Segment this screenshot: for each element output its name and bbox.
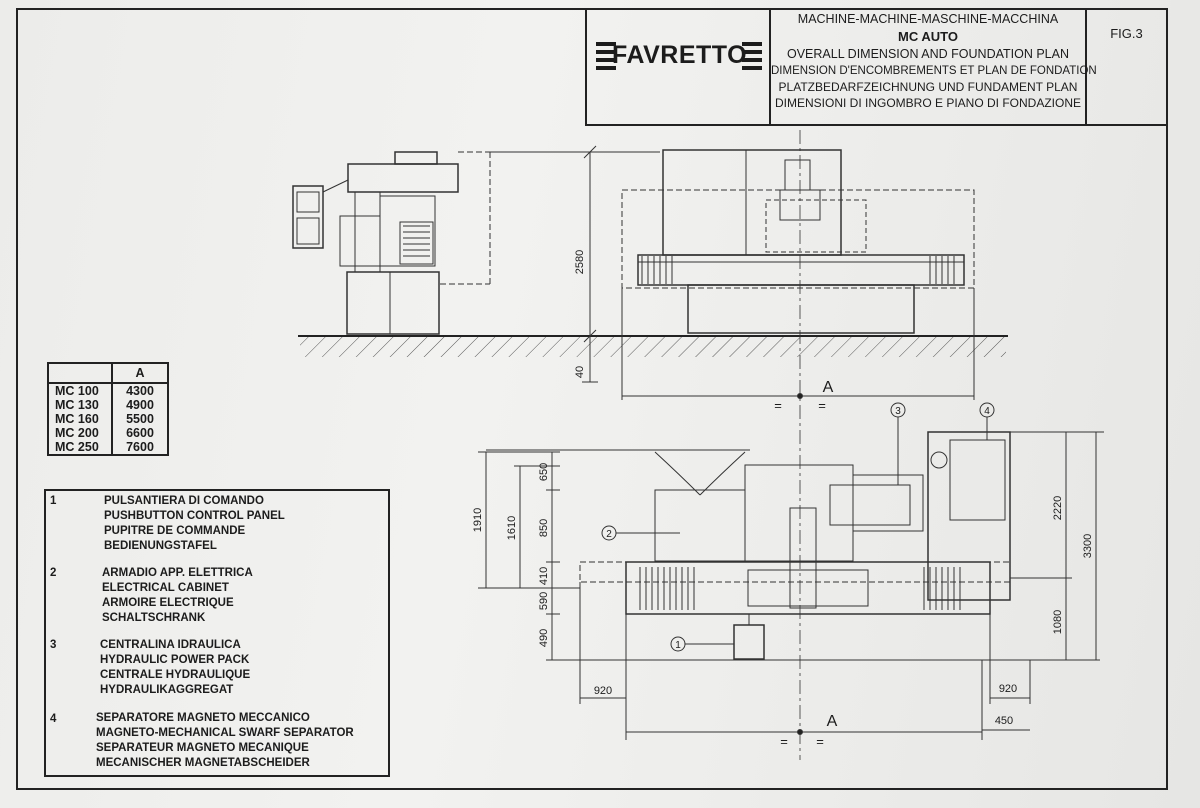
ground-line	[298, 335, 1008, 357]
table-row: MC 160 5500	[48, 412, 168, 426]
dim-a-bottom: A	[827, 713, 838, 730]
callout-3: 3	[895, 406, 901, 417]
dim-v10: 1080	[1052, 610, 1064, 634]
dim-v2: 1610	[506, 516, 518, 540]
legend-line: ARMADIO APP. ELETTRICA	[102, 567, 253, 579]
legend-line: SEPARATORE MAGNETO MECCANICO	[96, 712, 310, 724]
figure-number: FIG.3	[1110, 26, 1143, 41]
legend-line: HYDRAULIKAGGREGAT	[100, 684, 234, 696]
dimension-right-stack	[1010, 431, 1104, 660]
legend-line: PUPITRE DE COMMANDE	[104, 525, 246, 537]
plan-view	[486, 431, 1011, 660]
dimension-a-top	[622, 130, 974, 760]
dim-v8: 2220	[1052, 496, 1064, 520]
dim-foundation-depth: 40	[574, 366, 586, 378]
legend-line: MECANISCHER MAGNETABSCHEIDER	[96, 757, 310, 769]
table-header-model	[48, 363, 112, 384]
legend-line: ELECTRICAL CABINET	[102, 582, 229, 594]
legend-number: 4	[50, 713, 57, 725]
legend-line: BEDIENUNGSTAFEL	[104, 540, 217, 552]
dim-v6: 590	[538, 592, 550, 610]
component-legend: 1 PULSANTIERA DI COMANDO PUSHBUTTON CONT…	[44, 489, 390, 777]
favretto-logo	[596, 42, 762, 70]
dim-equal-right-bottom: =	[816, 734, 824, 749]
table-cell-model: MC 160	[55, 412, 99, 426]
legend-line: ARMOIRE ELECTRIQUE	[102, 597, 234, 609]
dim-equal-left: =	[774, 398, 782, 413]
dimension-height	[490, 145, 660, 383]
table-row: MC 200 6600	[48, 426, 168, 440]
legend-number: 3	[50, 639, 57, 651]
legend-line: HYDRAULIC POWER PACK	[100, 654, 250, 666]
dim-v1: 1910	[472, 508, 484, 532]
dim-equal-right: =	[818, 398, 826, 413]
table-header-a: A	[111, 363, 168, 384]
table-cell-model: MC 100	[55, 384, 99, 398]
table-cell-model: MC 250	[55, 440, 99, 454]
table-cell-a: 6600	[111, 426, 168, 440]
title-line-2: MC AUTO	[898, 29, 958, 44]
dimension-bottom	[579, 582, 1031, 740]
fig-cell	[1085, 8, 1168, 126]
table-row: MC 100 4300	[48, 383, 168, 398]
legend-line: MAGNETO-MECHANICAL SWARF SEPARATOR	[96, 727, 354, 739]
dimension-left-stack	[478, 451, 1100, 661]
dim-v9: 3300	[1082, 534, 1094, 558]
dim-equal-left-bottom: =	[780, 734, 788, 749]
front-view	[621, 149, 975, 400]
dim-h1: 920	[594, 685, 612, 697]
table-cell-model: MC 130	[55, 398, 99, 412]
table-cell-a: 4300	[111, 383, 168, 398]
dim-h2: 920	[999, 683, 1017, 695]
legend-line: CENTRALE HYDRAULIQUE	[100, 669, 251, 681]
title-line-1: MACHINE-MACHINE-MASCHINE-MACCHINA	[797, 12, 1059, 26]
legend-line: SCHALTSCHRANK	[102, 612, 206, 624]
legend-line: SEPARATEUR MAGNETO MECANIQUE	[96, 742, 309, 754]
legend-line: CENTRALINA IDRAULICA	[100, 639, 241, 651]
legend-line: PULSANTIERA DI COMANDO	[104, 495, 264, 507]
legend-number: 1	[50, 495, 57, 507]
table-cell-model: MC 200	[55, 426, 99, 440]
title-line-5: PLATZBEDARFZEICHNUNG UND FUNDAMENT PLAN	[778, 80, 1078, 94]
dim-a-top: A	[823, 379, 834, 396]
logo-text: FAVRETTO	[612, 41, 748, 69]
logo-cell	[585, 8, 771, 126]
dim-v5: 410	[538, 567, 550, 585]
table-cell-a: 4900	[111, 398, 168, 412]
dim-h3: 450	[995, 715, 1013, 727]
dim-v3: 650	[538, 463, 550, 481]
table-header-row: A	[48, 363, 168, 384]
dim-v7: 490	[538, 629, 550, 647]
legend-line: PUSHBUTTON CONTROL PANEL	[104, 510, 285, 522]
model-dimension-table: A MC 100 4300 MC 130 4900 MC 160 5500 MC…	[47, 362, 169, 456]
title-line-3: OVERALL DIMENSION AND FOUNDATION PLAN	[787, 47, 1069, 61]
legend-number: 2	[50, 567, 57, 579]
callout-1: 1	[675, 640, 681, 651]
table-cell-a: 5500	[111, 412, 168, 426]
table-cell-a: 7600	[111, 440, 168, 455]
callout-4: 4	[984, 406, 990, 417]
dim-v4: 850	[538, 519, 550, 537]
table-row: MC 130 4900	[48, 398, 168, 412]
title-line-6: DIMENSIONI DI INGOMBRO E PIANO DI FONDAZ…	[774, 96, 1082, 110]
callout-markers	[601, 402, 995, 652]
dim-height: 2580	[574, 250, 586, 274]
callout-2: 2	[606, 529, 612, 540]
title-line-4: DIMENSION D'ENCOMBREMENTS ET PLAN DE FON…	[771, 65, 1097, 77]
table-row: MC 250 7600	[48, 440, 168, 455]
side-view	[292, 151, 491, 335]
title-block	[585, 8, 1168, 126]
